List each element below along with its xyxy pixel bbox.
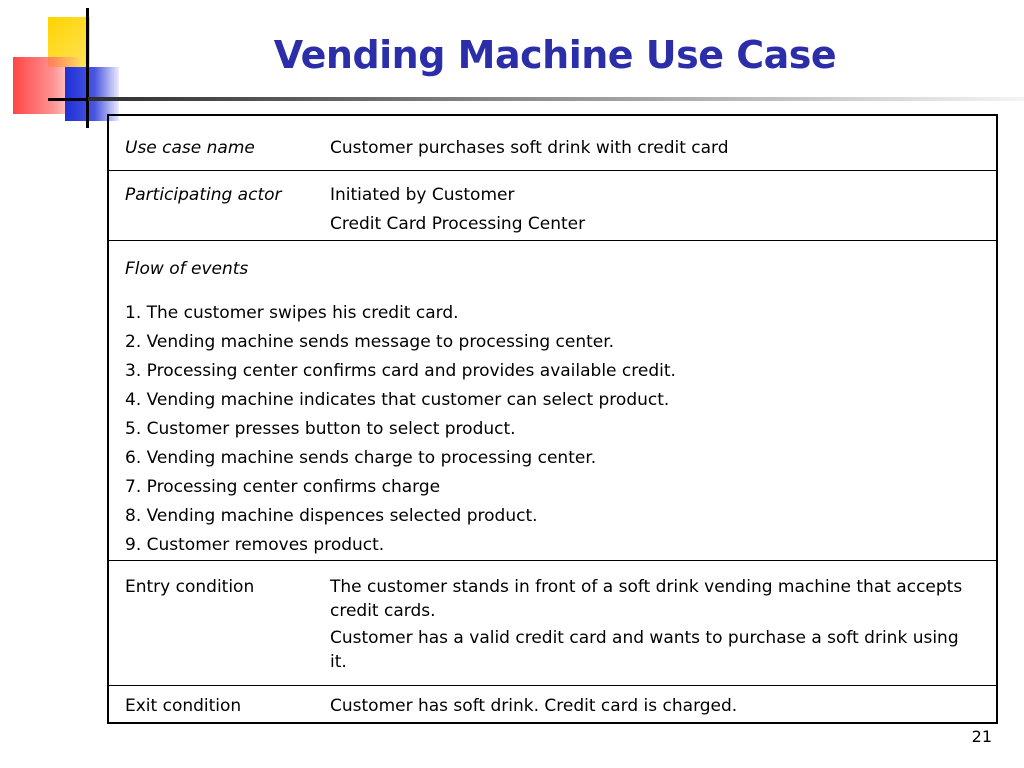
use-case-name-row: Use case name Customer purchases soft dr… — [109, 116, 996, 171]
flow-step: 5. Customer presses button to select pro… — [125, 419, 516, 439]
entry-condition-values: The customer stands in front of a soft d… — [330, 575, 980, 674]
flow-step: 3. Processing center confirms card and p… — [125, 361, 676, 381]
participating-actor-label: Participating actor — [125, 185, 282, 205]
use-case-name-text: Customer purchases soft drink with credi… — [330, 138, 729, 158]
actor-secondary: Credit Card Processing Center — [330, 214, 586, 234]
logo-vertical-line — [86, 8, 89, 128]
actor-initiator: Initiated by Customer — [330, 185, 515, 205]
slide-number: 21 — [971, 727, 992, 746]
exit-condition-value: Customer has soft drink. Credit card is … — [330, 694, 980, 719]
participating-actor-values: Initiated by Customer Credit Card Proces… — [330, 183, 980, 237]
use-case-table: Use case name Customer purchases soft dr… — [107, 114, 998, 724]
flow-step: 1. The customer swipes his credit card. — [125, 303, 459, 323]
exit-condition-text: Customer has soft drink. Credit card is … — [330, 696, 738, 716]
entry-condition-row: Entry condition The customer stands in f… — [109, 561, 996, 686]
flow-step: 7. Processing center confirms charge — [125, 477, 441, 497]
entry-condition-label: Entry condition — [125, 577, 255, 597]
entry-condition-text: The customer stands in front of a soft d… — [330, 577, 963, 621]
participating-actor-row: Participating actor Initiated by Custome… — [109, 171, 996, 241]
logo-blue-square — [65, 67, 119, 121]
entry-condition-text: Customer has a valid credit card and wan… — [330, 628, 959, 672]
flow-steps-list: 1. The customer swipes his credit card. … — [125, 301, 980, 558]
slide-title: Vending Machine Use Case — [273, 33, 837, 77]
flow-of-events-label: Flow of events — [125, 259, 249, 279]
use-case-name-label: Use case name — [125, 138, 255, 158]
use-case-name-value: Customer purchases soft drink with credi… — [330, 136, 980, 161]
flow-step: 2. Vending machine sends message to proc… — [125, 332, 615, 352]
flow-step: 9. Customer removes product. — [125, 535, 385, 555]
exit-condition-label: Exit condition — [125, 696, 242, 716]
slide-logo — [0, 0, 160, 130]
flow-step: 6. Vending machine sends charge to proce… — [125, 448, 597, 468]
flow-step: 8. Vending machine dispences selected pr… — [125, 506, 538, 526]
flow-of-events-row: Flow of events 1. The customer swipes hi… — [109, 241, 996, 561]
title-underline — [88, 97, 1024, 101]
flow-step: 4. Vending machine indicates that custom… — [125, 390, 670, 410]
exit-condition-row: Exit condition Customer has soft drink. … — [109, 686, 996, 722]
